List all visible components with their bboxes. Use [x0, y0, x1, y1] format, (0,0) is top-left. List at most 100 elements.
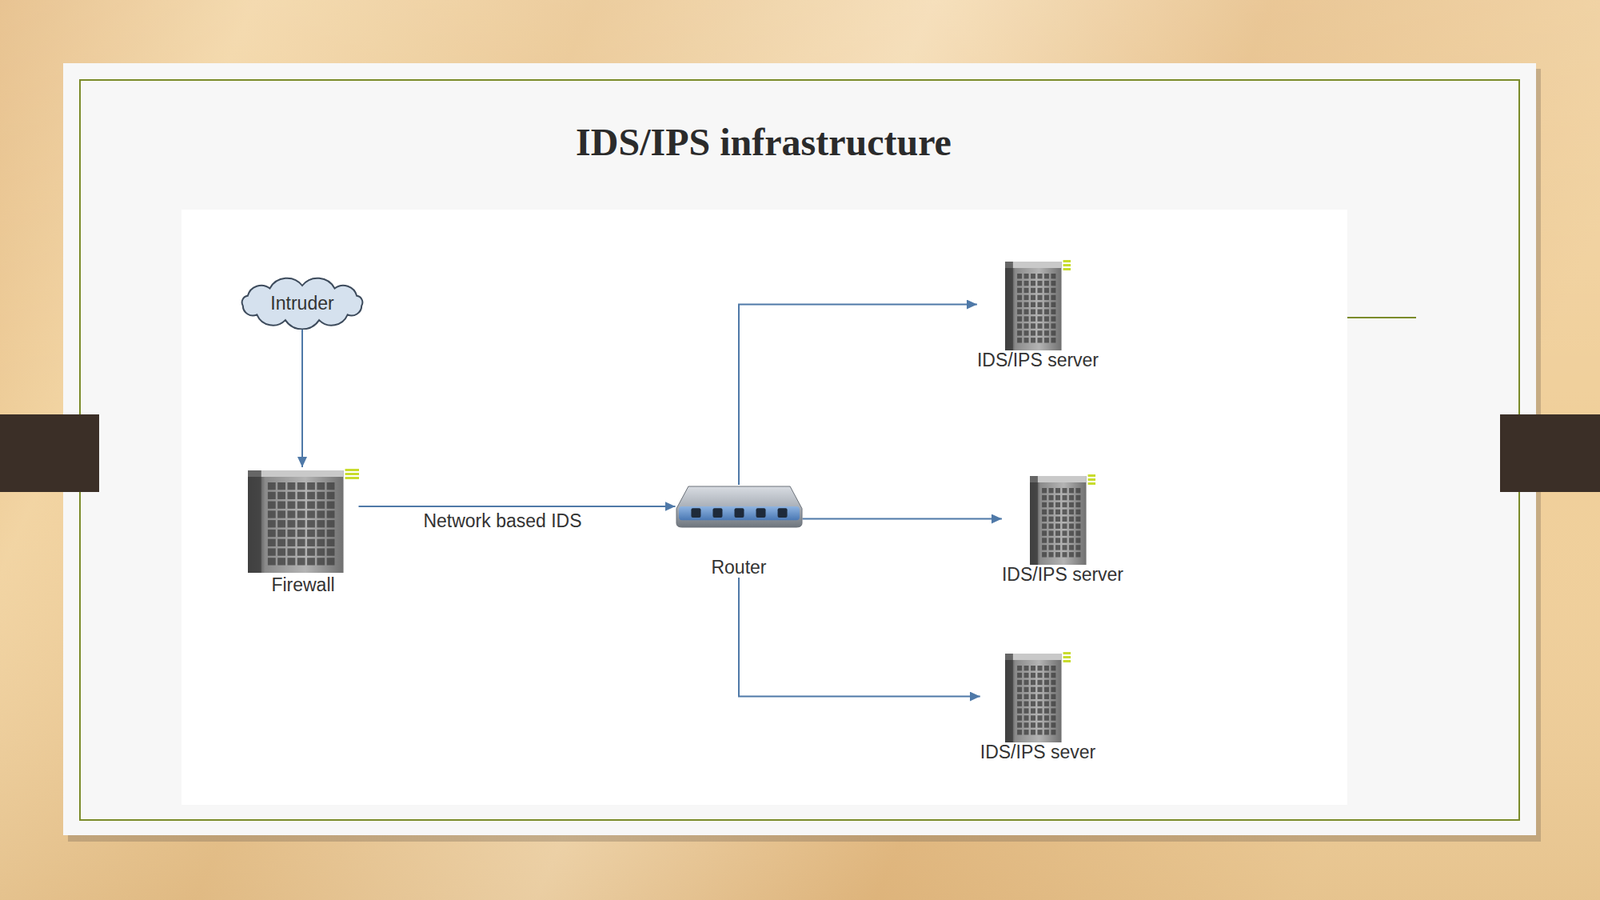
- tower-window: [1024, 309, 1030, 315]
- tower-window: [1061, 551, 1067, 557]
- tower-window: [1017, 337, 1022, 343]
- tower-window: [1044, 679, 1050, 685]
- tower-window: [1044, 302, 1050, 308]
- tower-window: [1037, 672, 1042, 678]
- tower-window: [307, 529, 316, 537]
- tower-window: [326, 491, 335, 499]
- tower-window: [1055, 494, 1061, 500]
- tower-window: [326, 519, 335, 527]
- tower-window: [307, 501, 316, 509]
- tower-window: [1041, 551, 1047, 557]
- tower-window: [1024, 287, 1030, 293]
- tower-cap: [247, 470, 344, 477]
- router-strip: [678, 506, 800, 520]
- tower-window: [1030, 302, 1036, 308]
- tower-window: [267, 538, 276, 547]
- tower-window: [1037, 287, 1042, 293]
- tower-window: [1024, 714, 1030, 720]
- tower-window: [1044, 330, 1050, 336]
- tower-window: [1069, 551, 1074, 557]
- tower-window: [326, 538, 335, 547]
- tower-window: [1024, 679, 1030, 685]
- tower-window: [1069, 494, 1074, 500]
- tower-window: [1050, 672, 1056, 678]
- tower-window: [1041, 516, 1047, 522]
- tower-window: [1030, 323, 1036, 328]
- tower-window: [1041, 530, 1047, 535]
- server-icon: [1029, 472, 1096, 565]
- tower-window: [1017, 729, 1022, 735]
- tower-window: [1075, 537, 1081, 543]
- server-icon: [1005, 258, 1071, 351]
- tower-window: [1049, 551, 1054, 557]
- tower-window: [1050, 679, 1056, 685]
- tower-window: [1024, 707, 1030, 713]
- tower-window: [1049, 516, 1054, 522]
- router-icon: [675, 484, 803, 528]
- tower-body: [1005, 261, 1062, 351]
- router-port: [777, 507, 787, 518]
- tower-window: [1055, 537, 1061, 543]
- tower-side: [1005, 261, 1014, 351]
- tower-window: [316, 510, 325, 518]
- tower-window: [1017, 665, 1022, 671]
- tower-window: [1017, 330, 1022, 336]
- node-label: Firewall: [271, 574, 335, 595]
- tower-window: [1024, 273, 1030, 279]
- server-icon: [1005, 650, 1071, 743]
- tower-window: [1037, 679, 1042, 685]
- tower-windows: [1017, 273, 1056, 344]
- tower-window: [1049, 530, 1054, 535]
- tower-window: [267, 510, 276, 518]
- tower-window: [1037, 701, 1042, 707]
- tower-window: [1049, 502, 1054, 507]
- tower-window: [1050, 337, 1056, 343]
- tower-window: [277, 538, 286, 547]
- tower-window: [1037, 280, 1042, 286]
- tower-window: [1037, 302, 1042, 308]
- tower-window: [307, 482, 316, 490]
- tower-window: [1049, 487, 1054, 493]
- tower-window: [1017, 707, 1022, 713]
- tower-window: [1069, 502, 1074, 507]
- status-light: [1063, 655, 1071, 659]
- tower-window: [1037, 309, 1042, 315]
- tower-window: [1044, 273, 1050, 279]
- router-port: [690, 507, 701, 518]
- status-light: [1088, 474, 1096, 477]
- node-label: IDS/IPS server: [977, 349, 1099, 371]
- tower-window: [1024, 729, 1030, 735]
- tower-window: [1041, 523, 1047, 529]
- tower-window: [1069, 530, 1074, 535]
- node-label: IDS/IPS server: [1001, 563, 1124, 585]
- tower-window: [1069, 487, 1074, 493]
- tower-body: [1005, 653, 1062, 743]
- tower-window: [296, 501, 305, 509]
- tower-window: [1030, 679, 1036, 685]
- tower-window: [1050, 280, 1056, 286]
- tower-window: [1044, 287, 1050, 293]
- tower-window: [1041, 537, 1047, 543]
- tower-window: [1017, 679, 1022, 685]
- tower-window: [1050, 722, 1056, 727]
- tower-window: [1041, 509, 1047, 515]
- cloud-shape: [242, 278, 364, 330]
- tower-window: [1030, 330, 1036, 336]
- tower-window: [1075, 502, 1081, 507]
- tower-windows: [1017, 665, 1056, 735]
- tower-cap: [1005, 653, 1062, 660]
- tower-window: [1041, 487, 1047, 493]
- tower-window: [1041, 502, 1047, 507]
- tower-window: [1030, 701, 1036, 707]
- tower-window: [1024, 672, 1030, 678]
- tower-window: [1061, 494, 1067, 500]
- tower-window: [1044, 701, 1050, 707]
- tower-window: [1044, 729, 1050, 735]
- tower-window: [1041, 494, 1047, 500]
- connector-arrow: [802, 518, 1002, 520]
- tower-window: [296, 491, 305, 499]
- tower-window: [307, 547, 316, 555]
- cloud-node: Intruder: [233, 276, 372, 330]
